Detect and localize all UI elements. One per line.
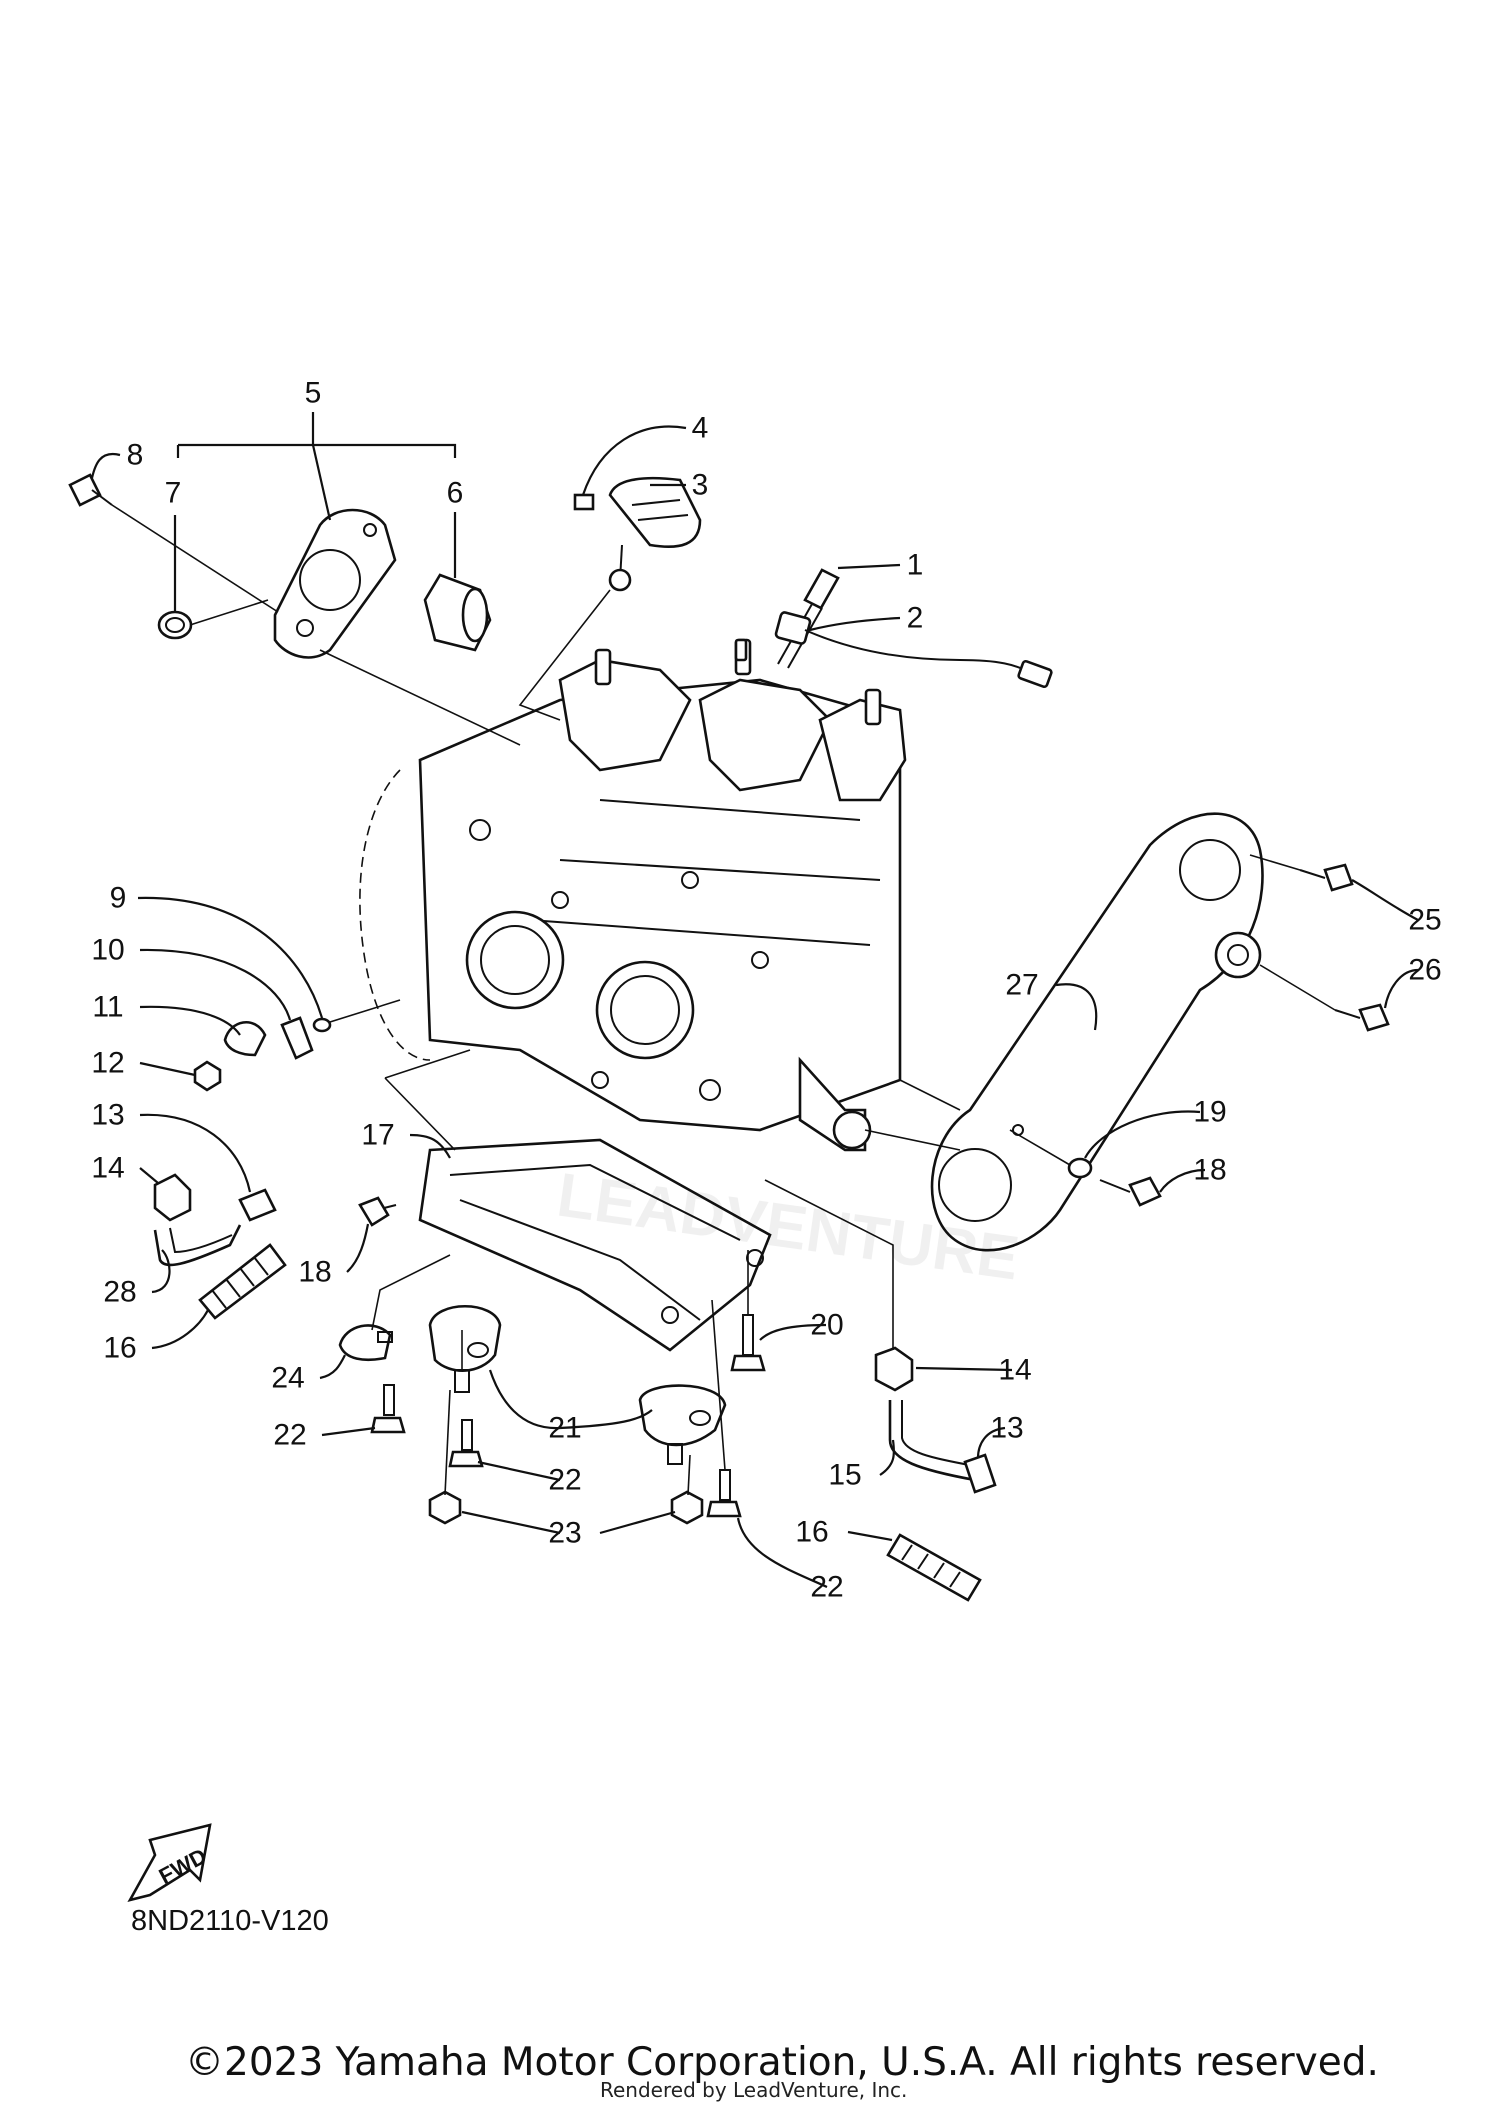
callout-c17: 17 <box>361 1119 394 1152</box>
callout-c16b: 16 <box>795 1516 828 1549</box>
callout-c25: 25 <box>1408 904 1441 937</box>
callout-c6: 6 <box>447 477 464 510</box>
callout-c24: 24 <box>271 1362 304 1395</box>
part-8-bolt <box>68 473 113 507</box>
callout-c27: 27 <box>1005 969 1038 1002</box>
part-21-mount-left <box>428 1305 502 1393</box>
callout-c1: 1 <box>907 549 924 582</box>
callout-c5: 5 <box>305 377 322 410</box>
callout-c23: 23 <box>548 1517 581 1550</box>
part-4-bracket <box>573 493 595 511</box>
part-23-nut-right <box>670 1490 704 1525</box>
rendered-by-notice: Rendered by LeadVenture, Inc. <box>600 2078 908 2102</box>
part-6-sleeve <box>423 573 492 652</box>
part-11-clamp <box>223 1020 267 1057</box>
callout-c9: 9 <box>110 882 127 915</box>
part-23-nut-left <box>428 1490 462 1525</box>
callout-c15: 15 <box>828 1459 861 1492</box>
part-12-nut <box>193 1060 222 1092</box>
part-14-cap-left <box>153 1173 192 1222</box>
callout-c22c: 22 <box>810 1571 843 1604</box>
part-22-bolt-a <box>370 1384 406 1434</box>
part-10-clip <box>280 1016 314 1060</box>
part-16-spring-right <box>886 1533 982 1602</box>
callout-c20: 20 <box>810 1309 843 1342</box>
part-20-bolt <box>730 1314 766 1372</box>
copyright-notice: ©2023 Yamaha Motor Corporation, U.S.A. A… <box>185 2040 1379 2085</box>
callout-c14b: 14 <box>998 1354 1031 1387</box>
part-2-sensor <box>774 611 1053 689</box>
part-7-seal <box>157 610 193 640</box>
callout-c4: 4 <box>692 412 709 445</box>
callout-c3: 3 <box>692 469 709 502</box>
part-14-cap-right <box>874 1346 914 1392</box>
part-15-hose <box>888 1400 990 1482</box>
callout-c11: 11 <box>92 991 123 1024</box>
part-22-bolt-b <box>448 1419 484 1468</box>
callout-c22a: 22 <box>273 1419 306 1452</box>
callout-c13b: 13 <box>990 1412 1023 1445</box>
engine-block <box>359 638 907 1152</box>
part-13-fitting-left <box>238 1188 277 1222</box>
callout-c19: 19 <box>1193 1096 1226 1129</box>
part-21-mount-right <box>638 1384 727 1465</box>
callout-c22b: 22 <box>548 1464 581 1497</box>
part-13-fitting-right <box>963 1453 997 1494</box>
part-17-mount-plate <box>418 1138 772 1352</box>
callout-c2: 2 <box>907 602 924 635</box>
callout-c16a: 16 <box>103 1332 136 1365</box>
part-25-bolt <box>1299 863 1354 892</box>
part-19-washer <box>1067 1157 1093 1179</box>
part-24-clamp <box>338 1324 393 1362</box>
callout-c12: 12 <box>91 1047 124 1080</box>
callout-c7: 7 <box>165 477 182 510</box>
part-9-washer <box>312 1017 332 1033</box>
leader-lines <box>90 412 1419 1588</box>
drawing-code: 8ND2110-V120 <box>131 1905 329 1937</box>
callout-c21: 21 <box>548 1412 581 1445</box>
part-18-bolt-right <box>1099 1176 1162 1207</box>
part-26-bolt <box>1334 1003 1390 1032</box>
callout-c13a: 13 <box>91 1099 124 1132</box>
part-28-hose <box>153 1224 242 1267</box>
part-16-spring-left <box>198 1243 287 1320</box>
callout-c14a: 14 <box>91 1152 124 1185</box>
part-27-bracket <box>930 812 1264 1252</box>
callout-c10: 10 <box>91 934 124 967</box>
fwd-arrow-icon: FWD <box>127 1823 212 1902</box>
part-3-plate <box>608 476 702 592</box>
callout-c8: 8 <box>127 439 144 472</box>
part-5-housing <box>273 508 397 659</box>
callout-c18b: 18 <box>1193 1154 1226 1187</box>
callout-c28: 28 <box>103 1276 136 1309</box>
part-22-bolt-c <box>706 1469 742 1518</box>
callout-c26: 26 <box>1408 954 1441 987</box>
callout-c18a: 18 <box>298 1256 331 1289</box>
part-18-bolt-left <box>358 1196 397 1227</box>
